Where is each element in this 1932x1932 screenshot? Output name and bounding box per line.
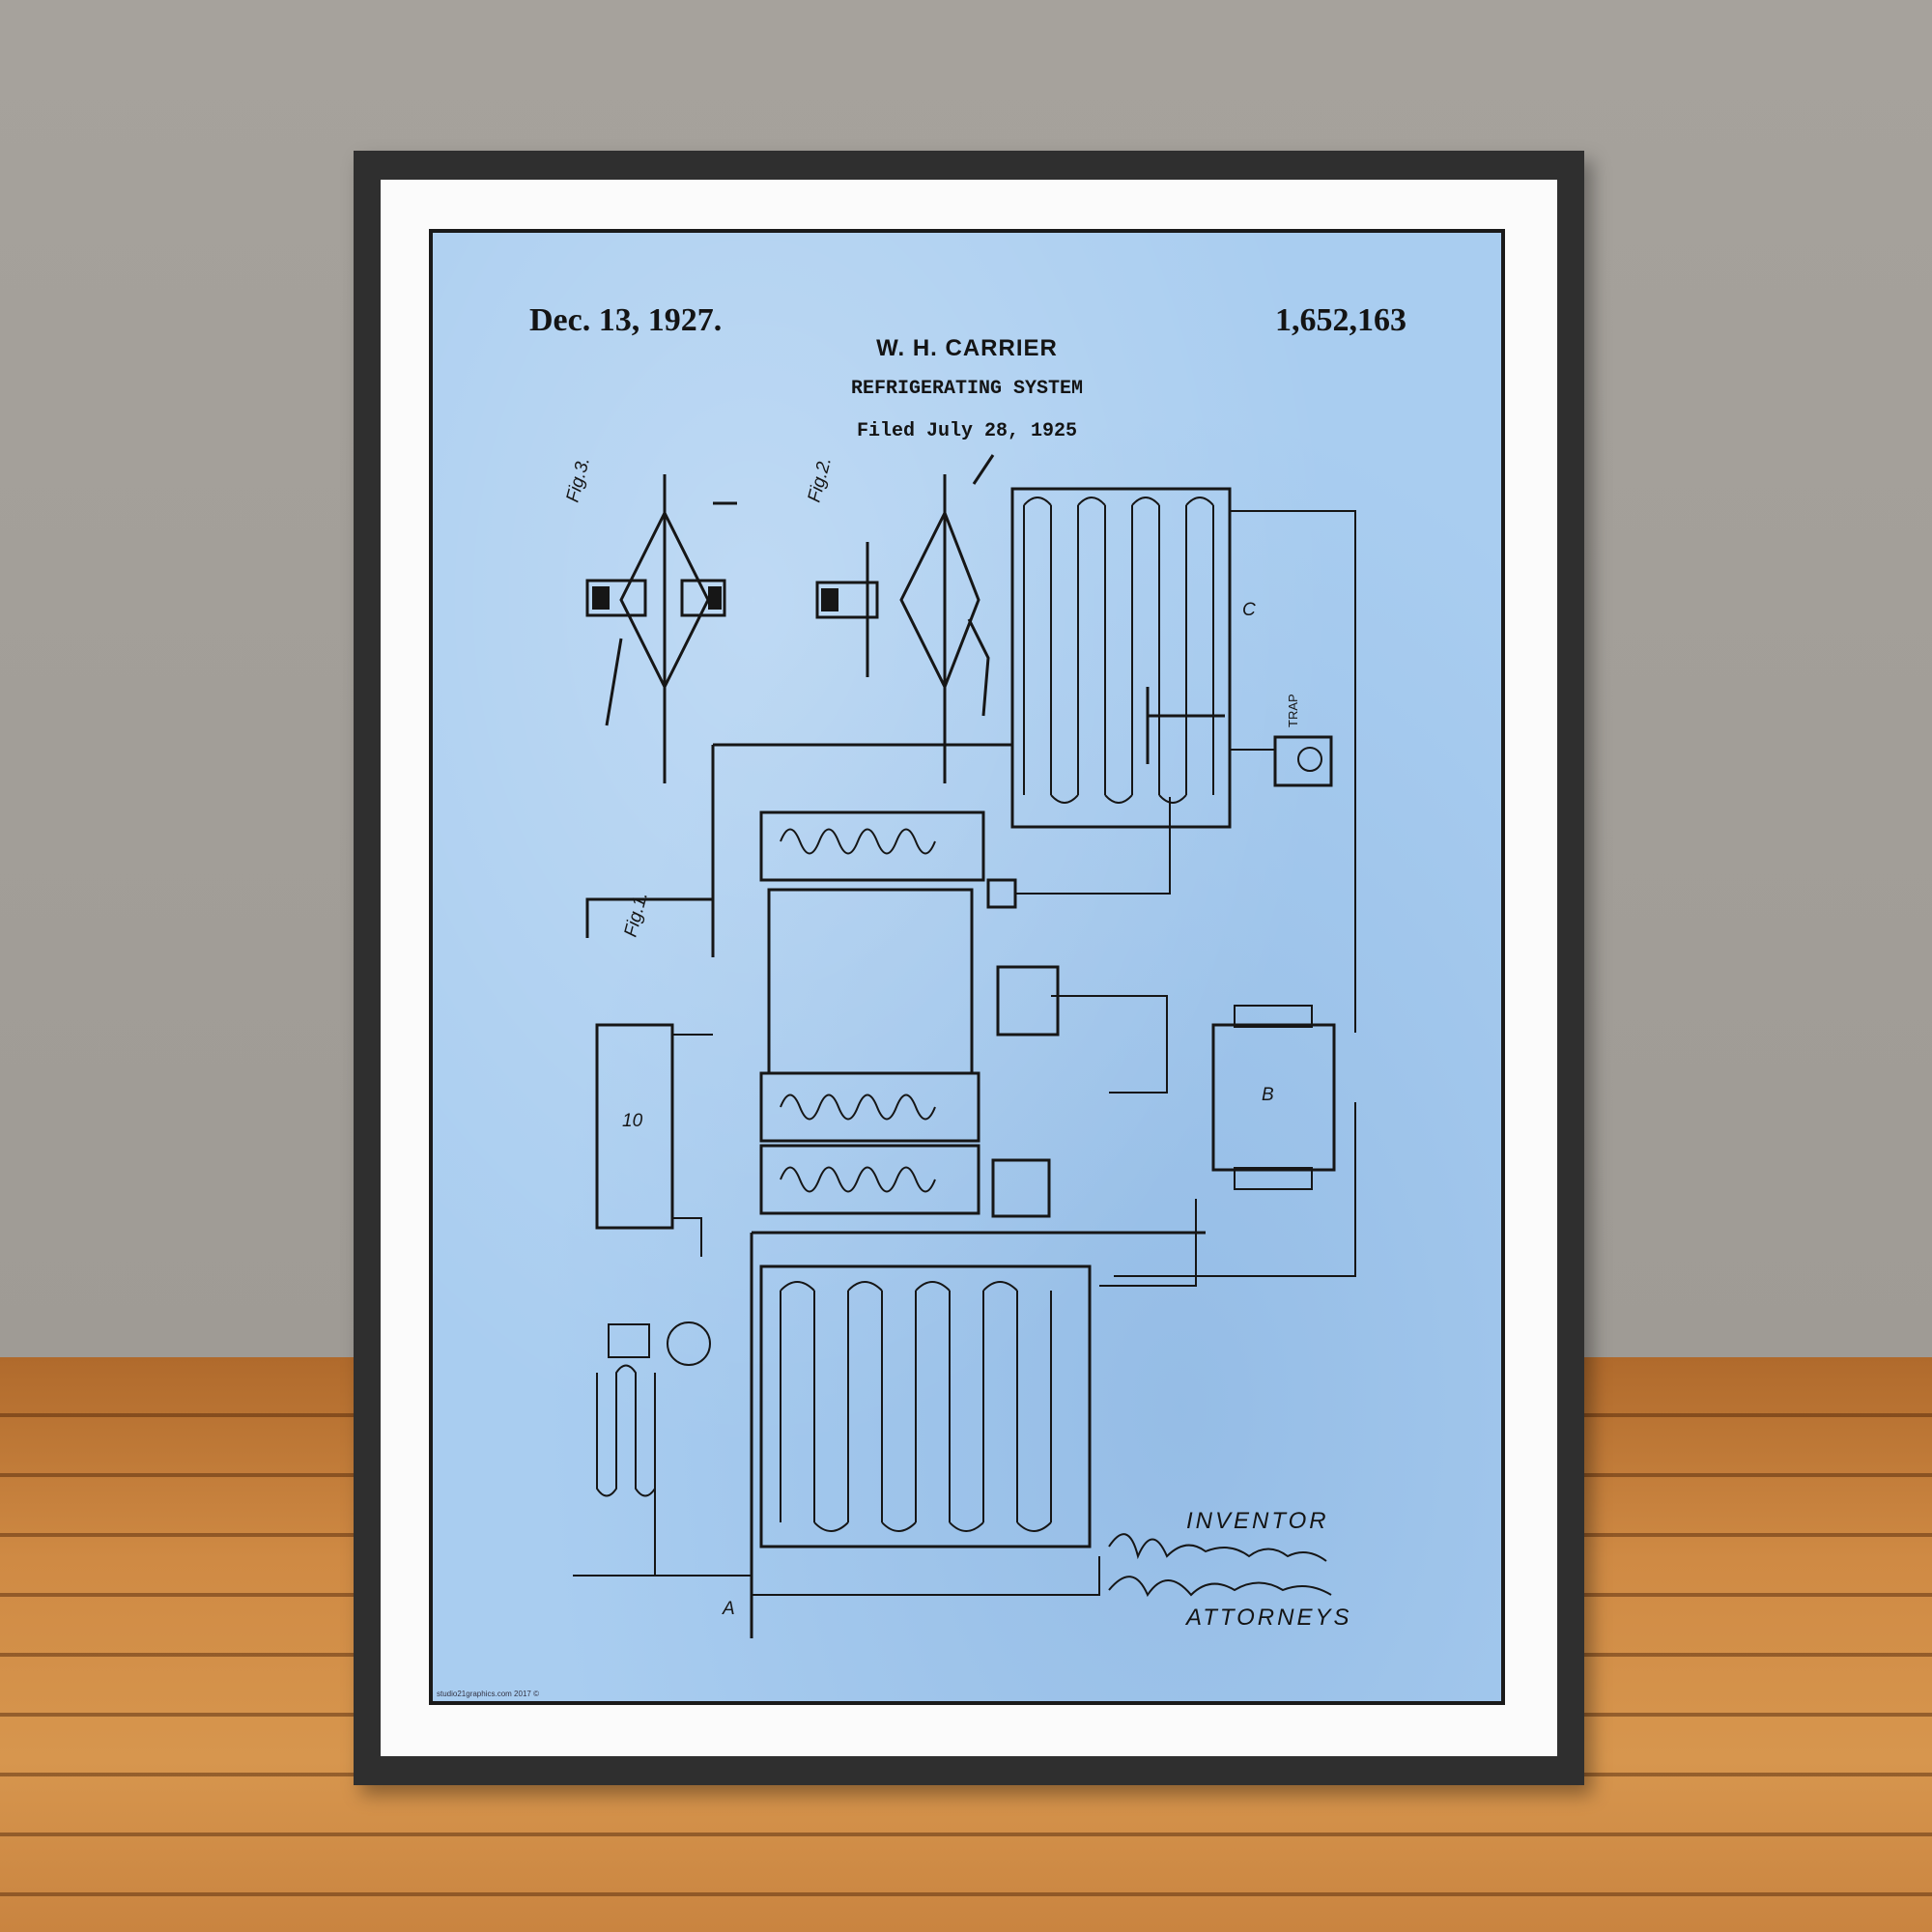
tank-10 — [595, 1023, 713, 1257]
label-b: B — [1262, 1085, 1274, 1105]
label-a: A — [722, 1599, 735, 1619]
condenser-c — [1010, 487, 1232, 829]
valve-assembly-fig2 — [815, 454, 995, 783]
tank-b — [1211, 1005, 1336, 1190]
filed-date: Filed July 28, 1925 — [856, 420, 1078, 442]
inventor-name: W. H. CARRIER — [876, 335, 1058, 361]
attorney-signature — [1108, 1576, 1332, 1598]
trap — [1230, 735, 1333, 787]
patent-number: 1,652,163 — [1275, 302, 1406, 338]
valve-assembly-fig3 — [585, 474, 737, 783]
inventor-label: INVENTOR — [1186, 1508, 1329, 1534]
coil-59 — [573, 1321, 752, 1577]
fig2-label: Fig.2. — [805, 455, 837, 504]
patent-title: REFRIGERATING SYSTEM — [850, 378, 1084, 400]
patent-poster: Fig.3. Fig.2. Fig.1. C B TRAP 10 A Dec. … — [429, 229, 1505, 1705]
watermark: studio21graphics.com 2017 © — [437, 1690, 539, 1698]
label-c: C — [1242, 600, 1256, 620]
inventor-signature — [1108, 1533, 1327, 1562]
fig3-label: Fig.3. — [563, 455, 595, 504]
patent-date: Dec. 13, 1927. — [529, 302, 723, 338]
patent-drawing: Fig.3. Fig.2. Fig.1. C B TRAP 10 A — [563, 454, 1356, 1638]
attorneys-label: ATTORNEYS — [1186, 1605, 1352, 1631]
label-trap: TRAP — [1286, 694, 1300, 727]
fig1-label: Fig.1. — [621, 890, 653, 939]
label-10: 10 — [622, 1111, 643, 1131]
coil-a — [752, 1199, 1197, 1596]
central-plant — [585, 743, 1206, 1638]
